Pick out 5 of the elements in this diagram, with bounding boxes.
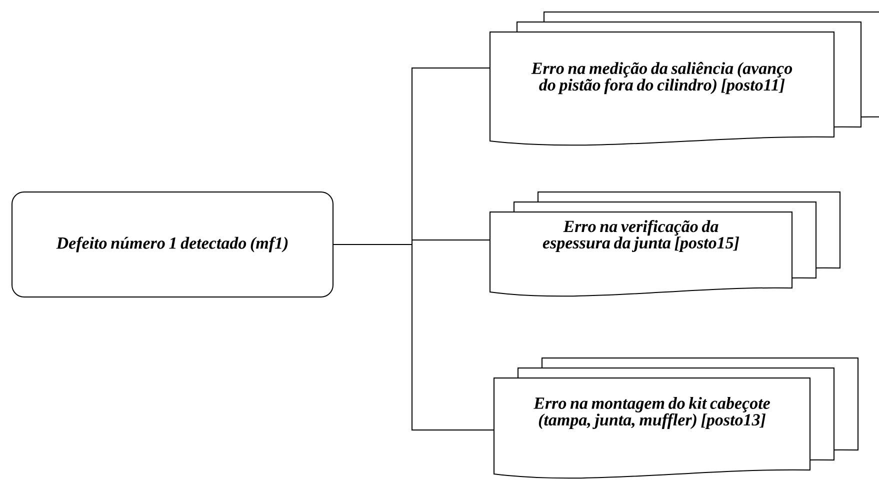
document-stack: Erro na montagem do kit cabeçote (tampa, junta, muffler) [posto13]: [494, 358, 858, 479]
document-stack: Erro na verificação da espessura da junta [posto15]: [490, 192, 840, 297]
document-stack: Erro na medição da saliência (avanço do pistão fora do cilindro) [posto11]: [490, 12, 879, 146]
rounded-box: Defeito número 1 detectado (mf1): [12, 192, 334, 298]
connector-line: [333, 244, 494, 430]
